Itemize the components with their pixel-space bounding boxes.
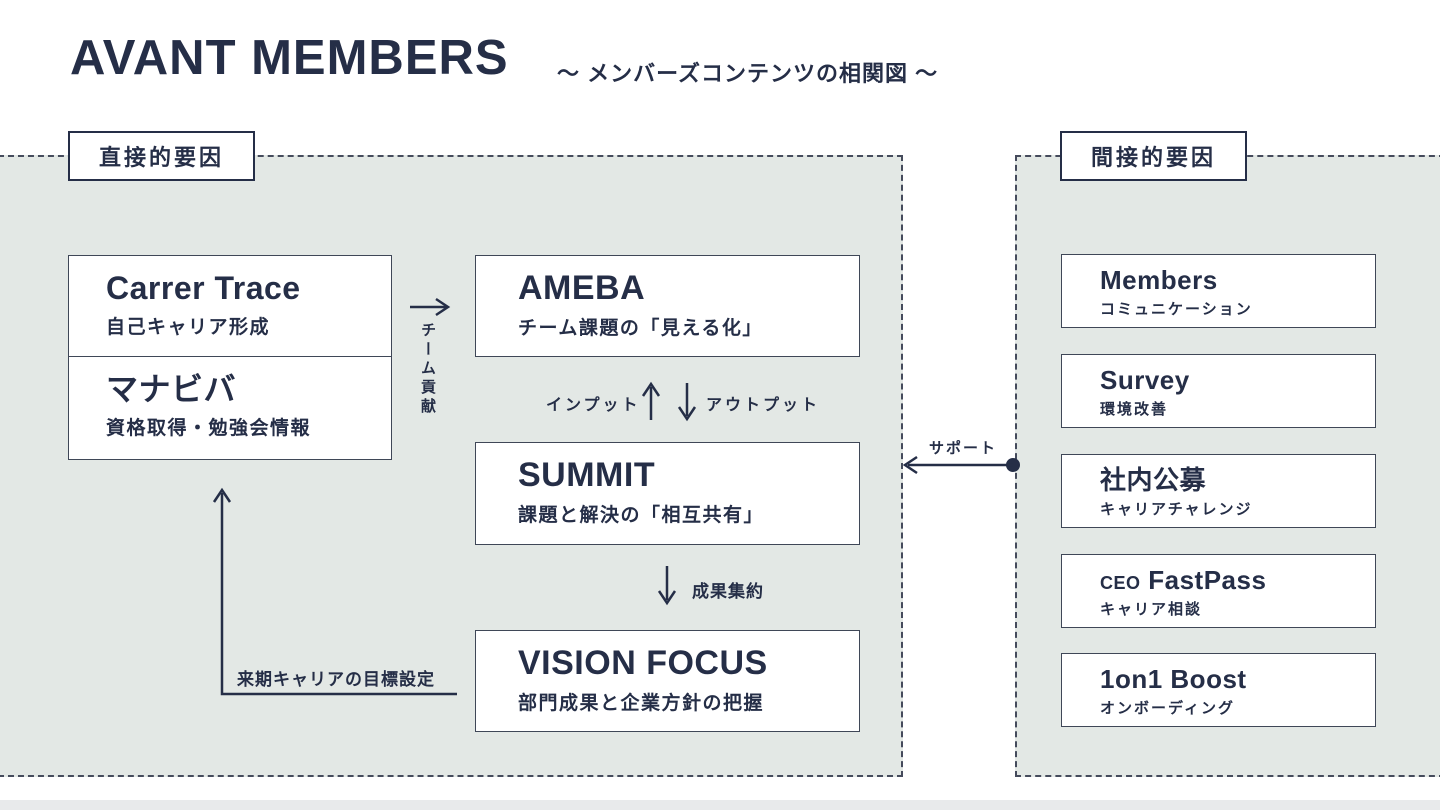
node-vision-focus: VISION FOCUS 部門成果と企業方針の把握 xyxy=(475,630,860,732)
node-ceo-fastpass-title: CEO FastPass xyxy=(1100,566,1375,595)
node-manabiba: マナビバ 資格取得・勉強会情報 xyxy=(68,357,392,460)
region-label-indirect-text: 間接的要因 xyxy=(1090,145,1216,170)
node-summit: SUMMIT 課題と解決の「相互共有」 xyxy=(475,442,860,545)
region-label-direct-text: 直接的要因 xyxy=(98,145,224,170)
page-subtitle: ～ メンバーズコンテンツの相関図 ～ xyxy=(557,61,939,86)
label-support: サポート xyxy=(929,440,998,457)
node-ameba-title: AMEBA xyxy=(518,269,646,307)
label-outcome-aggregation: 成果集約 xyxy=(692,582,764,601)
support-arrow-icon xyxy=(902,455,1020,475)
node-members-title: Members xyxy=(1100,265,1218,295)
node-shanai-kobo: 社内公募 キャリアチャレンジ xyxy=(1061,454,1376,528)
region-label-direct: 直接的要因 xyxy=(68,131,255,181)
node-ameba-subtitle: チーム課題の「見える化」 xyxy=(518,318,763,340)
node-members: Members コミュニケーション xyxy=(1061,254,1376,328)
node-career-stack: Carrer Trace 自己キャリア形成 マナビバ 資格取得・勉強会情報 xyxy=(68,255,392,460)
label-team-contribution: チーム貢献 xyxy=(419,322,436,417)
page-title: AVANT MEMBERS xyxy=(70,31,509,85)
node-vision-focus-title: VISION FOCUS xyxy=(518,644,768,682)
node-shanai-kobo-title: 社内公募 xyxy=(1100,465,1207,495)
node-ceo-fastpass-name: FastPass xyxy=(1148,565,1267,595)
node-shanai-kobo-subtitle: キャリアチャレンジ xyxy=(1100,500,1253,518)
node-members-subtitle: コミュニケーション xyxy=(1100,300,1253,318)
node-manabiba-title: マナビバ xyxy=(106,371,237,407)
bottom-edge-strip xyxy=(0,800,1440,810)
node-1on1-boost: 1on1 Boost オンボーディング xyxy=(1061,653,1376,727)
node-ceo-fastpass-prefix: CEO xyxy=(1100,573,1141,593)
region-label-indirect: 間接的要因 xyxy=(1060,131,1247,181)
node-survey-title: Survey xyxy=(1100,365,1190,395)
node-summit-subtitle: 課題と解決の「相互共有」 xyxy=(518,505,765,527)
label-input: インプット xyxy=(546,397,641,414)
label-output: アウトプット xyxy=(706,397,821,414)
node-survey: Survey 環境改善 xyxy=(1061,354,1376,428)
node-summit-title: SUMMIT xyxy=(518,456,656,494)
node-survey-subtitle: 環境改善 xyxy=(1100,400,1169,418)
node-1on1-boost-subtitle: オンボーディング xyxy=(1100,699,1235,717)
node-vision-focus-subtitle: 部門成果と企業方針の把握 xyxy=(518,693,765,715)
node-ameba: AMEBA チーム課題の「見える化」 xyxy=(475,255,860,357)
node-carrer-trace: Carrer Trace 自己キャリア形成 xyxy=(68,255,392,357)
node-carrer-trace-subtitle: 自己キャリア形成 xyxy=(106,317,271,339)
node-ceo-fastpass: CEO FastPass キャリア相談 xyxy=(1061,554,1376,628)
node-manabiba-subtitle: 資格取得・勉強会情報 xyxy=(106,418,312,440)
label-next-career-goal: 来期キャリアの目標設定 xyxy=(237,670,435,689)
node-1on1-boost-title: 1on1 Boost xyxy=(1100,664,1247,694)
node-carrer-trace-title: Carrer Trace xyxy=(106,270,301,306)
node-ceo-fastpass-subtitle: キャリア相談 xyxy=(1100,600,1203,618)
